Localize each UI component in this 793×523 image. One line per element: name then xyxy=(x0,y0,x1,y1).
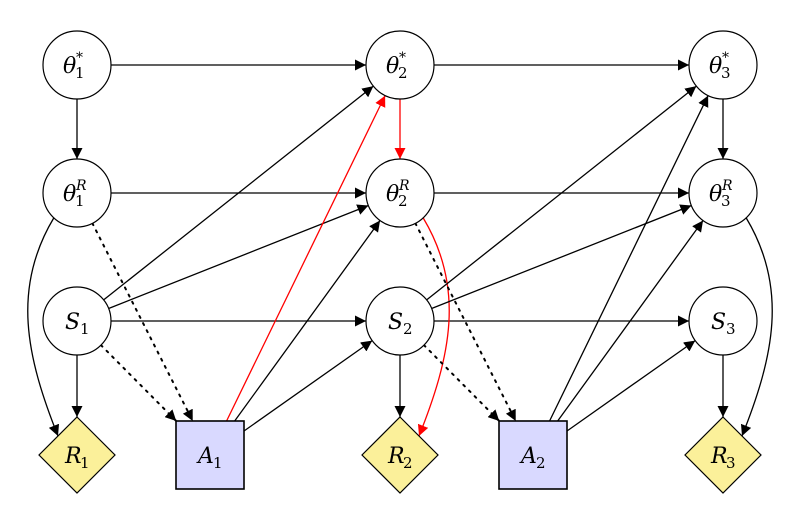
chance-node-circle xyxy=(365,286,435,356)
chance-node-circle xyxy=(688,158,758,228)
edge-s-2-to-theta-r-3 xyxy=(431,204,692,310)
edge-theta-r-1-to-a-1 xyxy=(91,222,194,422)
edge-theta-r-1-to-r-1 xyxy=(27,217,60,437)
node-theta-r-3: θ3R xyxy=(688,158,758,228)
edge-theta-r-2-to-r-2 xyxy=(417,217,450,437)
edge-a-1-to-theta-r-2 xyxy=(234,220,381,422)
node-r-1: R1 xyxy=(38,416,116,494)
node-label-subscript: 3 xyxy=(726,454,736,472)
node-label-base: R xyxy=(710,444,728,469)
node-label-base: R xyxy=(64,444,82,469)
node-label-subscript: 1 xyxy=(80,454,90,472)
node-label-base: θ xyxy=(709,54,722,79)
node-label-base: θ xyxy=(709,182,722,207)
chance-node-circle xyxy=(365,158,435,228)
edge-theta-r-3-to-r-3 xyxy=(740,217,773,437)
edge-a-1-to-theta-star-2 xyxy=(225,95,386,422)
node-r-3: R3 xyxy=(684,416,762,494)
node-label-subscript: 1 xyxy=(75,64,85,82)
edge-s-1-to-theta-r-2 xyxy=(108,204,369,310)
node-label-subscript: 3 xyxy=(721,192,731,210)
node-label-subscript: 1 xyxy=(213,454,223,472)
node-r-2: R2 xyxy=(361,416,439,494)
node-theta-r-2: θ2R xyxy=(365,158,435,228)
edges-layer xyxy=(27,59,773,437)
utility-node-diamond xyxy=(361,416,439,494)
decision-node-square xyxy=(498,420,568,490)
node-label-subscript: 1 xyxy=(75,192,85,210)
node-label-base: θ xyxy=(386,54,399,79)
node-label-base: R xyxy=(387,444,405,469)
node-label-base: θ xyxy=(63,182,76,207)
node-label-base: θ xyxy=(386,182,399,207)
node-label-base: S xyxy=(388,310,403,335)
utility-node-diamond xyxy=(684,416,762,494)
edge-a-1-to-s-2 xyxy=(243,340,373,432)
node-label-base: A xyxy=(519,444,537,469)
node-theta-star-3: θ3* xyxy=(688,30,758,100)
edge-s-1-to-theta-star-2 xyxy=(103,85,374,301)
node-label-subscript: 2 xyxy=(536,454,546,472)
edge-s-2-to-theta-star-3 xyxy=(426,85,697,301)
chance-node-circle xyxy=(688,30,758,100)
node-label-subscript: 2 xyxy=(398,64,408,82)
node-label-subscript: 1 xyxy=(80,320,90,338)
chance-node-circle xyxy=(688,286,758,356)
node-label-subscript: 3 xyxy=(721,64,731,82)
node-label-subscript: 2 xyxy=(403,320,413,338)
node-theta-star-2: θ2* xyxy=(365,30,435,100)
node-label-superscript: * xyxy=(399,50,406,66)
node-label-superscript: R xyxy=(75,178,87,194)
node-label-base: θ xyxy=(63,54,76,79)
utility-node-diamond xyxy=(38,416,116,494)
node-label-base: S xyxy=(711,310,726,335)
chance-node-circle xyxy=(42,286,112,356)
node-theta-r-1: θ1R xyxy=(42,158,112,228)
edge-a-2-to-s-3 xyxy=(566,340,696,432)
edge-a-2-to-theta-r-3 xyxy=(557,220,704,422)
chance-node-circle xyxy=(42,158,112,228)
edge-s-1-to-a-1 xyxy=(99,344,178,422)
edge-s-2-to-a-2 xyxy=(422,344,501,422)
edge-theta-r-2-to-a-2 xyxy=(414,222,517,422)
node-label-superscript: * xyxy=(722,50,729,66)
decision-node-square xyxy=(175,420,245,490)
node-label-superscript: * xyxy=(76,50,83,66)
node-theta-star-1: θ1* xyxy=(42,30,112,100)
node-label-superscript: R xyxy=(721,178,733,194)
node-label-base: S xyxy=(65,310,80,335)
node-label-superscript: R xyxy=(398,178,410,194)
node-label-subscript: 3 xyxy=(726,320,736,338)
node-label-subscript: 2 xyxy=(398,192,408,210)
chance-node-circle xyxy=(365,30,435,100)
chance-node-circle xyxy=(42,30,112,100)
edge-a-2-to-theta-star-3 xyxy=(548,95,709,422)
node-label-base: A xyxy=(196,444,214,469)
node-label-subscript: 2 xyxy=(403,454,413,472)
